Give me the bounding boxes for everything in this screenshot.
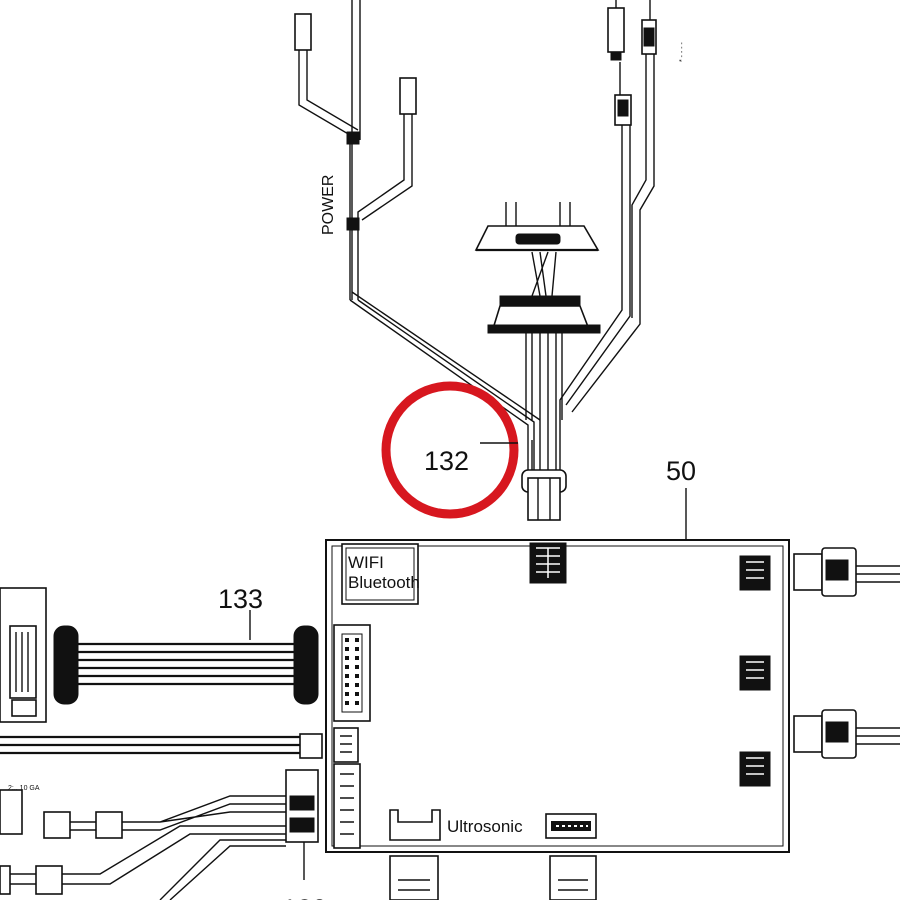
ribbon-cable-133: 133 <box>0 584 323 759</box>
bluetooth-label: Bluetooth <box>348 573 420 592</box>
right-cables <box>793 547 900 759</box>
callout-133: 133 <box>218 584 263 614</box>
svg-text:2:.. 10 GA: 2:.. 10 GA <box>8 785 40 792</box>
wifi-bluetooth-module <box>341 543 419 605</box>
lower-left-harness: 2:.. 10 GA 130 <box>0 769 327 900</box>
sensor-harness: * - - - - <box>559 0 686 470</box>
pcb-right-connectors <box>739 555 771 787</box>
svg-text:* - - - -: * - - - - <box>679 42 686 62</box>
power-label: POWER <box>320 175 337 235</box>
main-pcb: WIFI Bluetooth <box>325 539 790 853</box>
left-pin-header <box>333 624 371 722</box>
left-connector-small <box>333 727 359 763</box>
power-connector-right <box>399 77 417 115</box>
ribbon-end-right <box>293 625 319 705</box>
bundle-plug-body <box>527 477 561 521</box>
callout-50: 50 <box>666 456 696 486</box>
ultrasonic-label: Ultrosonic <box>447 817 523 836</box>
power-harness: POWER <box>294 0 541 470</box>
ribbon-end-left <box>53 625 79 705</box>
wifi-label: WIFI <box>348 553 384 572</box>
callout-132: 132 <box>424 446 469 476</box>
ultrasonic-bracket <box>389 809 441 841</box>
sensor-connector-a <box>607 7 625 53</box>
bottom-plug-left <box>389 855 439 900</box>
highlight-ring <box>381 381 519 519</box>
callout-130: 130 <box>282 894 327 900</box>
center-connectors <box>474 202 601 521</box>
left-connector-long <box>333 763 361 849</box>
power-connector-left <box>294 13 312 51</box>
bottom-plug-right <box>549 855 597 900</box>
